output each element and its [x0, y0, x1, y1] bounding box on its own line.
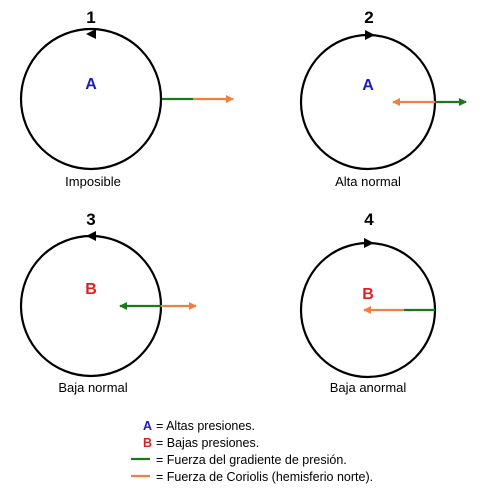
rotation-arrow-clockwise	[364, 238, 374, 248]
panel-caption: Baja anormal	[330, 380, 407, 395]
rotation-arrow-counterclockwise	[86, 29, 96, 39]
panel-caption: Imposible	[65, 174, 121, 189]
panel-1: 1 A Imposible	[19, 8, 234, 189]
high-pressure-label: A	[362, 77, 374, 94]
panel-number: 2	[364, 8, 373, 27]
panel-3: 3 B Baja normal	[19, 210, 197, 395]
panel-caption: Alta normal	[335, 174, 401, 189]
high-pressure-label: A	[85, 76, 97, 93]
legend-item-coriolis: = Fuerza de Coriolis (hemisferio norte).	[131, 470, 373, 484]
legend: A = Altas presiones. B = Bajas presiones…	[131, 419, 373, 484]
panel-number: 3	[86, 210, 95, 229]
panel-2: 2 A Alta normal	[299, 8, 467, 189]
panel-number: 4	[364, 210, 374, 229]
panel-number: 1	[86, 8, 95, 27]
legend-green-text: = Fuerza del gradiente de presión.	[156, 453, 347, 467]
legend-item-low: B = Bajas presiones.	[143, 436, 259, 450]
isobar-circle	[19, 27, 163, 171]
legend-low-letter: B	[143, 436, 152, 450]
legend-low-text: = Bajas presiones.	[156, 436, 259, 450]
legend-orange-text: = Fuerza de Coriolis (hemisferio norte).	[156, 470, 373, 484]
panel-4: 4 B Baja anormal	[299, 210, 437, 395]
low-pressure-label: B	[362, 286, 374, 303]
rotation-arrow-clockwise	[365, 30, 375, 40]
legend-item-high: A = Altas presiones.	[143, 419, 255, 433]
low-pressure-label: B	[85, 281, 97, 298]
legend-high-letter: A	[143, 419, 152, 433]
panel-caption: Baja normal	[58, 380, 127, 395]
rotation-arrow-counterclockwise	[86, 231, 96, 241]
legend-item-pressure-gradient: = Fuerza del gradiente de presión.	[131, 453, 347, 467]
legend-high-text: = Altas presiones.	[156, 419, 255, 433]
